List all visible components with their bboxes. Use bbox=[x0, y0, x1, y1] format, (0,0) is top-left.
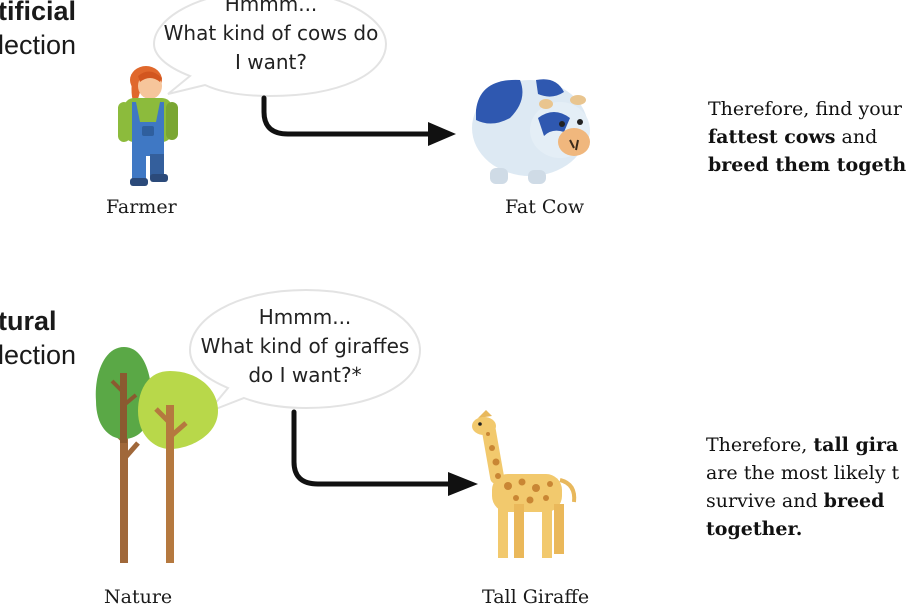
conclusion-bold: breed bbox=[823, 490, 885, 512]
natural-heading: tural bbox=[0, 306, 57, 336]
conclusion-line: together. bbox=[706, 515, 899, 543]
farmer-icon bbox=[118, 66, 178, 186]
bubble-line-1: Hmmm... bbox=[258, 305, 352, 329]
conclusion-line: Therefore, tall gira bbox=[706, 431, 899, 459]
conclusion-text: survive and bbox=[706, 490, 824, 512]
natural-subheading: lection bbox=[0, 340, 77, 370]
speech-bubble-artificial bbox=[152, 0, 388, 98]
natural-conclusion: Therefore, tall gira are the most likely… bbox=[706, 431, 899, 543]
conclusion-text: are the most likely t bbox=[706, 462, 900, 484]
artificial-conclusion: Therefore, find your fattest cows and br… bbox=[708, 95, 906, 179]
conclusion-bold: together. bbox=[706, 518, 803, 540]
conclusion-text: Therefore, find your bbox=[708, 98, 902, 120]
conclusion-line: are the most likely t bbox=[706, 459, 899, 487]
bubble-line-1: Hmmm... bbox=[224, 0, 318, 16]
trees-icon bbox=[95, 347, 218, 563]
farmer-label: Farmer bbox=[106, 196, 177, 218]
conclusion-line: survive and breed bbox=[706, 487, 899, 515]
bubble-text-artificial: Hmmm... What kind of cows do I want? bbox=[158, 0, 384, 77]
fat-cow-label: Fat Cow bbox=[505, 196, 585, 218]
conclusion-bold: breed them togeth bbox=[708, 154, 907, 176]
arrow-icon bbox=[291, 409, 478, 496]
bubble-line-2: What kind of giraffes bbox=[200, 334, 410, 358]
conclusion-line: fattest cows and bbox=[708, 123, 906, 151]
fat-cow-icon bbox=[472, 79, 590, 184]
conclusion-line: breed them togeth bbox=[708, 151, 906, 179]
artificial-heading: tificial bbox=[0, 0, 77, 26]
bubble-line-3: do I want?* bbox=[248, 363, 362, 387]
speech-bubble-natural bbox=[188, 288, 422, 413]
bubble-line-3: I want? bbox=[234, 50, 307, 74]
bubble-text-natural: Hmmm... What kind of giraffes do I want?… bbox=[192, 303, 418, 390]
conclusion-bold: tall gira bbox=[813, 434, 899, 456]
arrow-icon bbox=[261, 95, 456, 146]
conclusion-text: Therefore, bbox=[706, 434, 814, 456]
artificial-subheading: lection bbox=[0, 30, 77, 60]
nature-label: Nature bbox=[104, 586, 173, 608]
conclusion-line: Therefore, find your bbox=[708, 95, 906, 123]
giraffe-icon bbox=[472, 410, 577, 558]
bubble-line-2: What kind of cows do bbox=[163, 21, 379, 45]
conclusion-bold: fattest cows bbox=[708, 126, 836, 148]
giraffe-label: Tall Giraffe bbox=[482, 586, 590, 608]
conclusion-text: and bbox=[835, 126, 878, 148]
